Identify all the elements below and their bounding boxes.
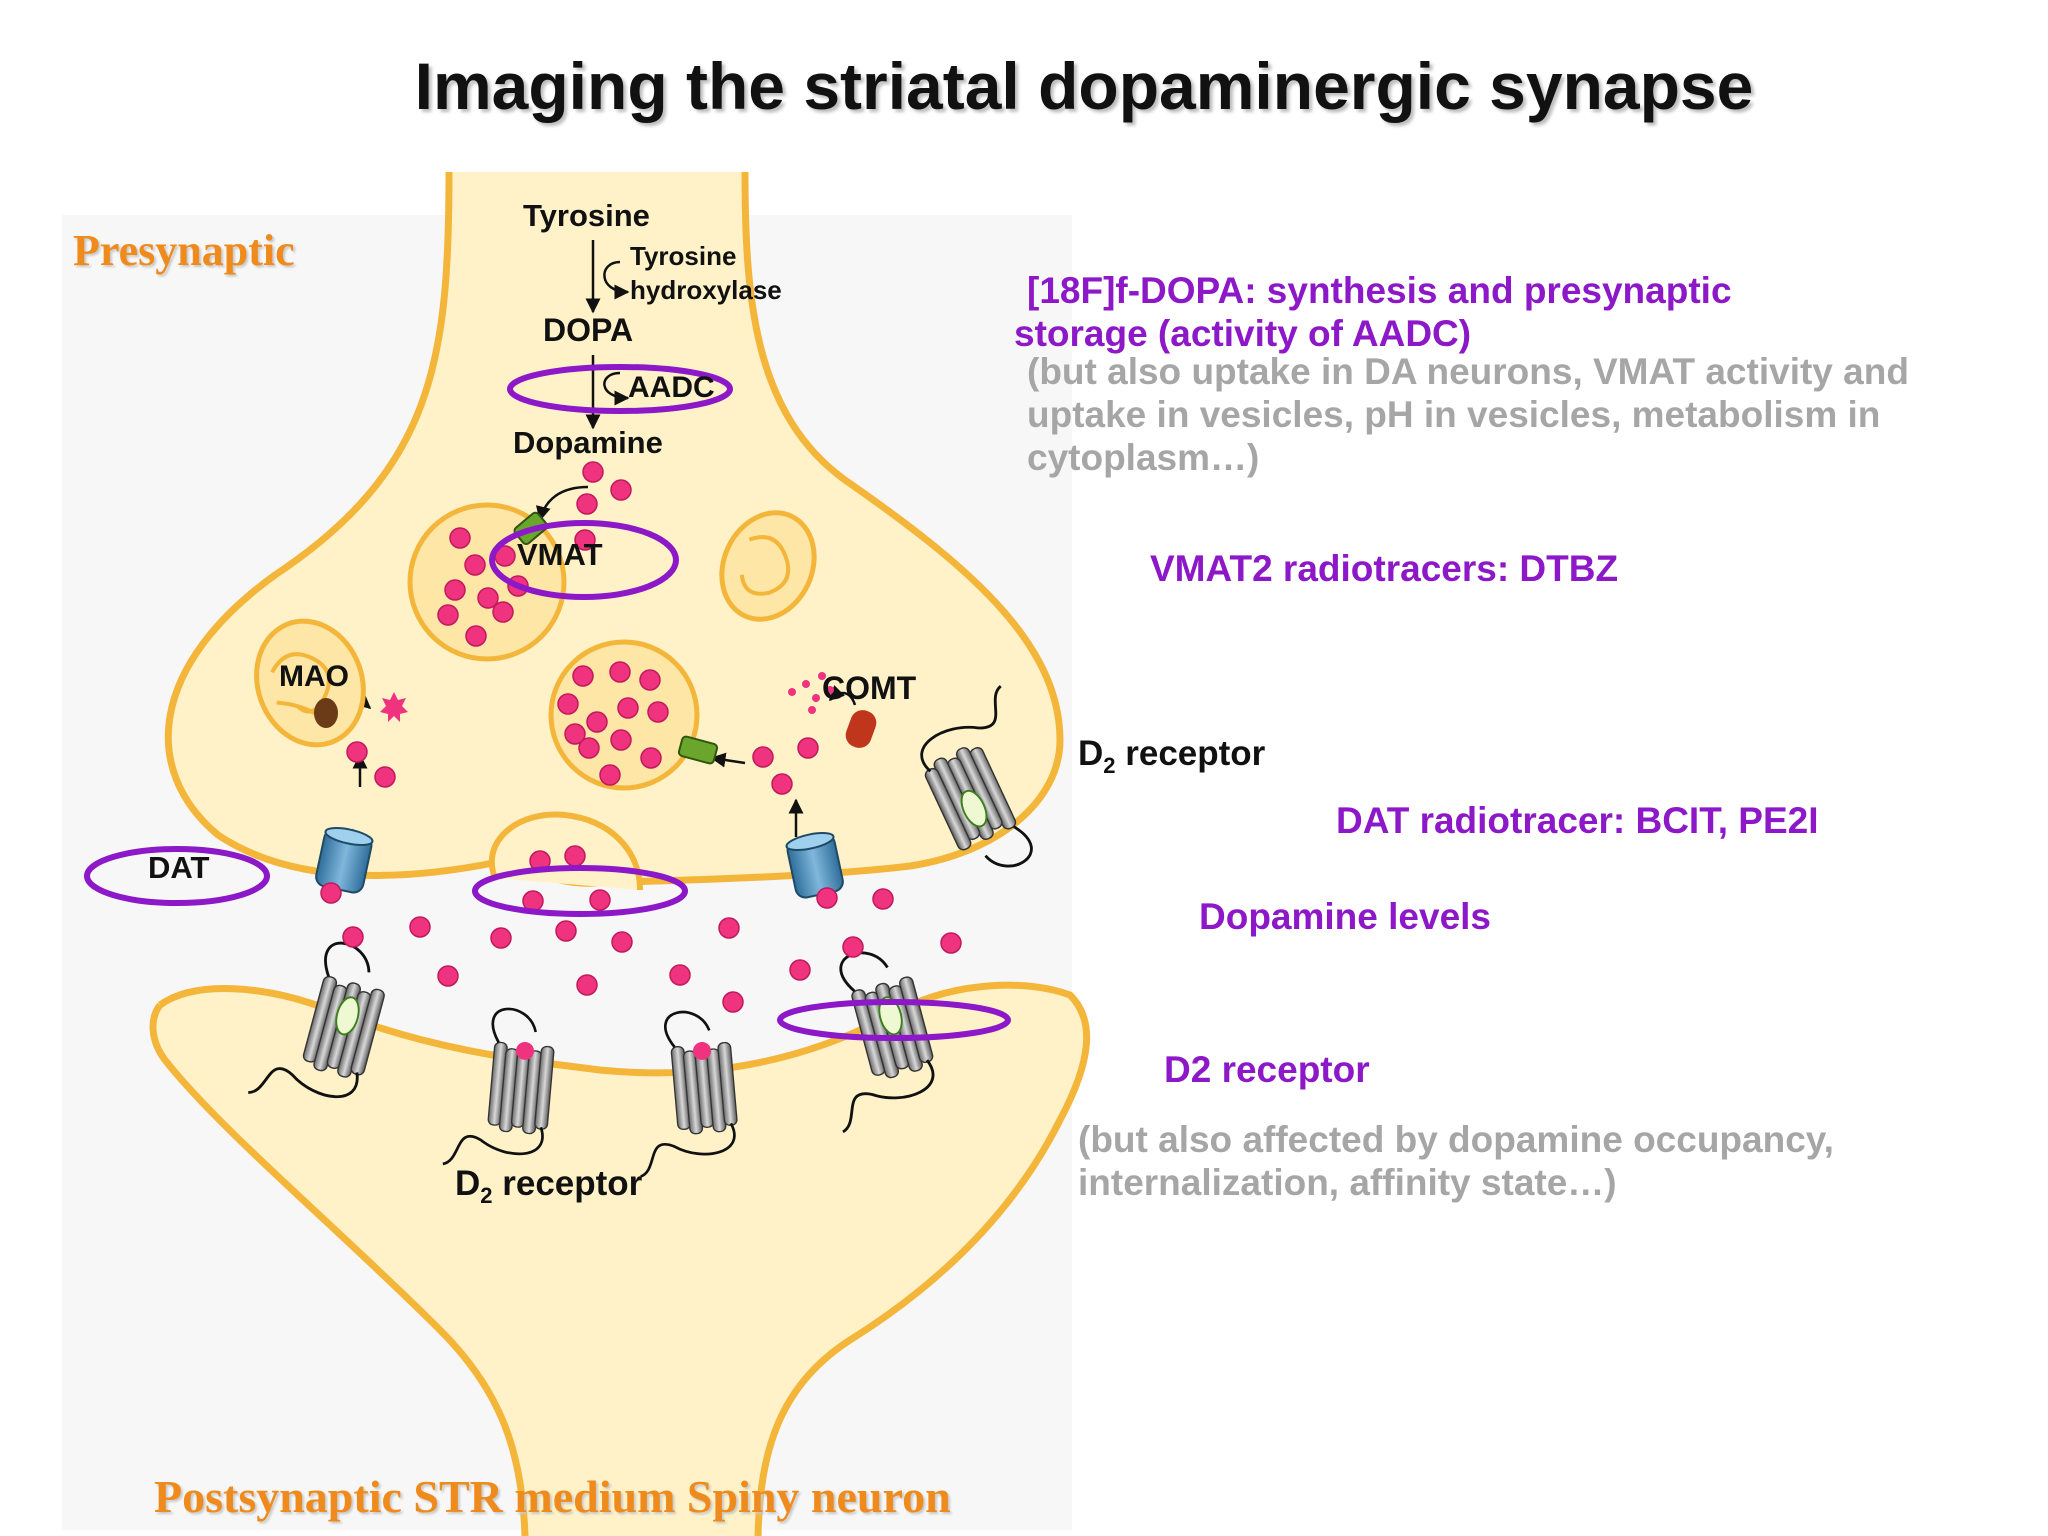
- dopamine-molecule: [409, 916, 431, 938]
- dopamine-molecule: [492, 601, 514, 623]
- dopamine-molecule: [669, 964, 691, 986]
- dopa-label: DOPA: [543, 312, 634, 348]
- dopamine-molecule: [872, 888, 894, 910]
- dopamine-molecule: [464, 554, 486, 576]
- postsynaptic-label: Postsynaptic STR medium Spiny neuron: [154, 1471, 951, 1522]
- dopamine-molecule: [609, 661, 631, 683]
- dopamine-molecule: [564, 723, 586, 745]
- dopamine-molecule: [574, 529, 596, 551]
- dopamine-molecule: [617, 697, 639, 719]
- dat-transporter: [785, 832, 844, 899]
- dopamine-molecule: [555, 920, 577, 942]
- fdopa-annotation-line2: storage (activity of AADC): [1014, 313, 1472, 354]
- receptor-binding-site: [335, 996, 360, 1036]
- mitochondrion: [719, 510, 817, 622]
- dopamine-molecule: [640, 747, 662, 769]
- dopamine-molecule: [586, 711, 608, 733]
- highlight-ovals: [84, 364, 1011, 1041]
- mao-label: MAO: [279, 660, 349, 693]
- postsynaptic-spine: [153, 985, 1087, 1536]
- dopamine-molecule: [465, 625, 487, 647]
- dat-annotation: DAT radiotracer: BCIT, PE2I: [1336, 800, 1819, 841]
- dopamine-molecule: [342, 926, 364, 948]
- dopamine-molecule: [599, 764, 621, 786]
- vmat-label: VMAT: [517, 537, 603, 572]
- d2-receptor: [248, 941, 385, 1099]
- dat-label: DAT: [148, 850, 210, 885]
- d2-note: (but also affected by dopamine occupancy…: [1078, 1119, 1834, 1203]
- receptor-binding-site: [960, 789, 988, 828]
- fdopa-annotation-line1: [18F]f-DOPA: synthesis and presynaptic: [1027, 270, 1732, 311]
- dat-highlight: [84, 846, 270, 906]
- dopamine-molecule: [797, 737, 819, 759]
- dopamine-molecule: [576, 493, 598, 515]
- dopamine-molecule: [437, 604, 459, 626]
- d2-highlight: [777, 999, 1011, 1041]
- dopamine-molecule: [346, 741, 368, 763]
- tyrosine-hydroxylase-label-1: Tyrosine: [630, 241, 737, 271]
- vmat-highlight: [489, 520, 679, 600]
- dopamine-molecule: [589, 889, 611, 911]
- dopamine-molecule: [320, 882, 342, 904]
- bound-dopamine: [693, 1041, 712, 1060]
- comt-enzyme: [845, 710, 877, 748]
- metabolite: [380, 692, 408, 722]
- bound-dopamine: [515, 1041, 534, 1060]
- receptor-binding-site: [878, 996, 903, 1036]
- vmat2-annotation: VMAT2 radiotracers: DTBZ: [1150, 548, 1619, 589]
- dopamine-molecule: [610, 729, 632, 751]
- dopamine-label: Dopamine: [513, 425, 663, 460]
- dopamine-molecule: [374, 766, 396, 788]
- dopamine-molecule: [477, 587, 499, 609]
- mao-enzyme: [314, 698, 338, 728]
- d2-receptor: [442, 1007, 555, 1166]
- dopamine-molecule: [610, 479, 632, 501]
- aadc-label: AADC: [628, 371, 715, 404]
- dopamine-molecule: [437, 965, 459, 987]
- page-title: Imaging the striatal dopaminergic synaps…: [414, 49, 1754, 123]
- presynaptic-label: Presynaptic: [73, 226, 295, 275]
- dopamine-molecule: [572, 665, 594, 687]
- dopamine-molecule: [639, 669, 661, 691]
- dopamine-molecule: [444, 579, 466, 601]
- postsynaptic-membrane: [149, 981, 1091, 1536]
- fdopa-note: (but also uptake in DA neurons, VMAT act…: [1027, 351, 1909, 478]
- dopamine-molecule: [564, 845, 586, 867]
- tyrosine-hydroxylase-label-2: hydroxylase: [630, 275, 782, 305]
- dopamine-molecule: [718, 917, 740, 939]
- comt-label: COMT: [822, 670, 917, 706]
- dopamine-molecule: [582, 461, 604, 483]
- d2-receptor: [640, 1010, 738, 1178]
- dopamine-molecule: [842, 936, 864, 958]
- vmat-transporter: [677, 735, 719, 765]
- dopamine-molecule: [771, 773, 793, 795]
- dopamine-molecule: [611, 931, 633, 953]
- postsynaptic-d2-receptor-label: D2 receptor: [455, 1164, 643, 1208]
- dopamine-molecule: [752, 746, 774, 768]
- dopamine-highlight: [472, 865, 688, 917]
- aadc-highlight: [507, 364, 733, 414]
- d2-receptor: [920, 684, 1033, 868]
- dopamine-molecule: [647, 701, 669, 723]
- dopamine-molecule: [557, 693, 579, 715]
- dopamine-molecule: [816, 887, 838, 909]
- comt-metabolites: [788, 672, 834, 714]
- dopamine-levels-annotation: Dopamine levels: [1199, 896, 1492, 937]
- dopamine-molecule: [722, 991, 744, 1013]
- dopamine-molecule: [578, 737, 600, 759]
- tyrosine-label: Tyrosine: [523, 198, 650, 233]
- dopamine-molecule: [449, 527, 471, 549]
- dopamine-molecule: [789, 959, 811, 981]
- dopamine-molecule: [940, 932, 962, 954]
- presynaptic-d2-receptor-label: D2 receptor: [1078, 734, 1266, 778]
- d2-annotation: D2 receptor: [1164, 1049, 1370, 1090]
- dopamine-molecule: [490, 927, 512, 949]
- dopamine-molecule: [576, 974, 598, 996]
